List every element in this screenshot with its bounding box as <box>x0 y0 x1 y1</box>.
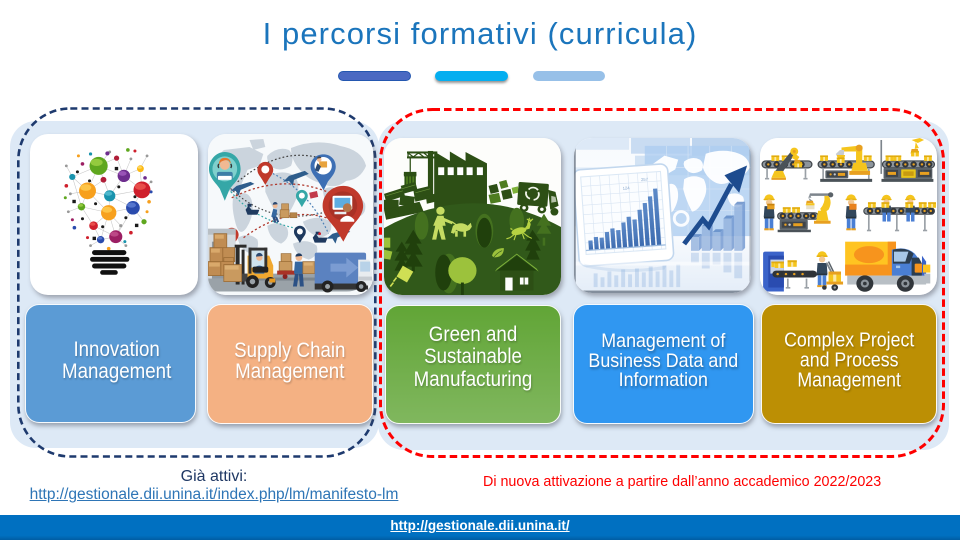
svg-text:124: 124 <box>622 185 630 191</box>
svg-text:257: 257 <box>641 176 649 182</box>
